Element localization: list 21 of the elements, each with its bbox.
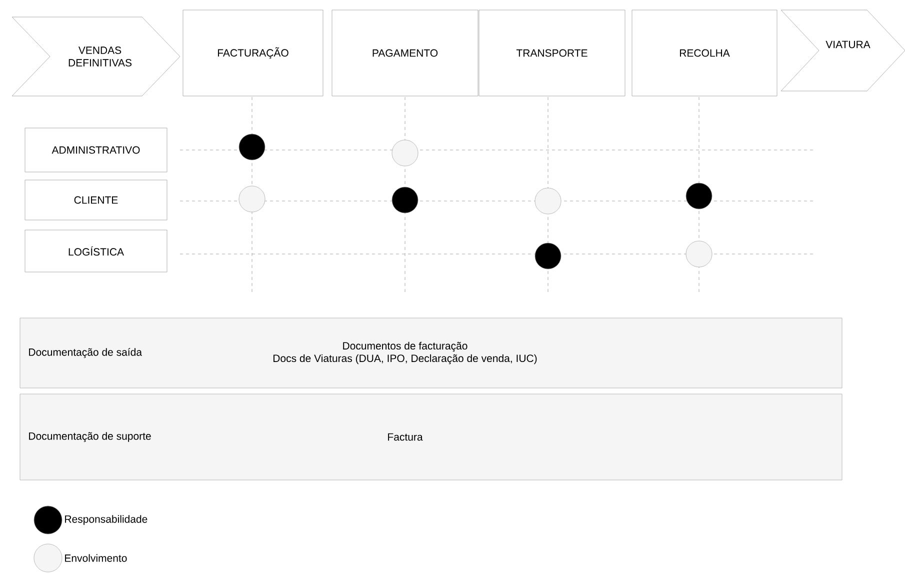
process-box: FACTURAÇÃO	[182, 10, 324, 96]
role-box: CLIENTE	[24, 180, 168, 220]
open-circle	[534, 188, 562, 214]
process-box: TRANSPORTE	[478, 10, 626, 96]
filled-circle	[686, 182, 712, 210]
process-box: PAGAMENTO	[332, 10, 478, 96]
process-box: RECOLHA	[632, 10, 778, 96]
document-band: Documentação de suporte Factura	[20, 394, 842, 480]
legend-label: Responsabilidade	[65, 515, 148, 525]
document-band: Documentação de saída Documentos de facturação Docs de Viaturas (DUA, IPO, Declaração de venda, IUC)	[20, 318, 842, 388]
chevron-box: VENDAS DEFINITIVAS	[12, 16, 180, 96]
open-circle	[238, 186, 266, 212]
role-box: ADMINISTRATIVO	[24, 128, 168, 172]
chevron-box: VIATURA	[780, 10, 905, 92]
filled-circle	[534, 242, 562, 270]
open-circle	[392, 140, 418, 166]
open-circle	[686, 240, 712, 268]
filled-circle	[238, 134, 266, 160]
filled-circle	[392, 186, 418, 214]
role-box: LOGÍSTICA	[24, 230, 168, 272]
legend-label: Envolvimento	[65, 554, 127, 562]
